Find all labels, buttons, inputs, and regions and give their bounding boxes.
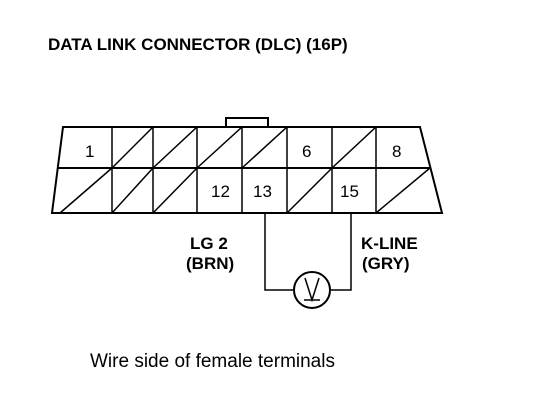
wire-right-color: (GRY) <box>362 254 410 273</box>
empty-cavity-hatch <box>286 167 333 214</box>
terminal-label: 12 <box>211 182 230 201</box>
empty-cavity-hatch <box>375 167 431 214</box>
wire-left-color: (BRN) <box>186 254 234 273</box>
empty-cavity-hatch <box>111 167 154 214</box>
empty-cavity-hatch <box>152 167 198 214</box>
test-circuit <box>264 213 352 309</box>
voltmeter-icon <box>304 277 320 303</box>
terminal-label: 6 <box>302 142 311 161</box>
empty-cavity-hatch <box>59 167 113 214</box>
voltmeter <box>293 271 331 309</box>
empty-cavity-hatch <box>331 126 377 169</box>
terminal-label: 15 <box>340 182 359 201</box>
diagram-title: DATA LINK CONNECTOR (DLC) (16P) <box>48 35 348 54</box>
wire-right-name: K-LINE <box>361 234 418 253</box>
empty-cavity-hatch <box>241 126 288 169</box>
empty-cavity-hatch <box>196 126 243 169</box>
wire-left-name: LG 2 <box>190 234 228 253</box>
connector-outline <box>50 126 444 214</box>
terminal-label: 1 <box>85 142 94 161</box>
connector-cells <box>59 126 431 214</box>
terminal-label: 13 <box>253 182 272 201</box>
dlc-connector <box>50 117 444 214</box>
empty-cavity-hatch <box>111 126 154 169</box>
empty-cavity-hatch <box>152 126 198 169</box>
probe-wire-left <box>264 213 293 291</box>
connector-latch <box>225 117 269 127</box>
terminal-label: 8 <box>392 142 401 161</box>
diagram-caption: Wire side of female terminals <box>90 351 335 372</box>
probe-wire-right <box>331 213 352 291</box>
